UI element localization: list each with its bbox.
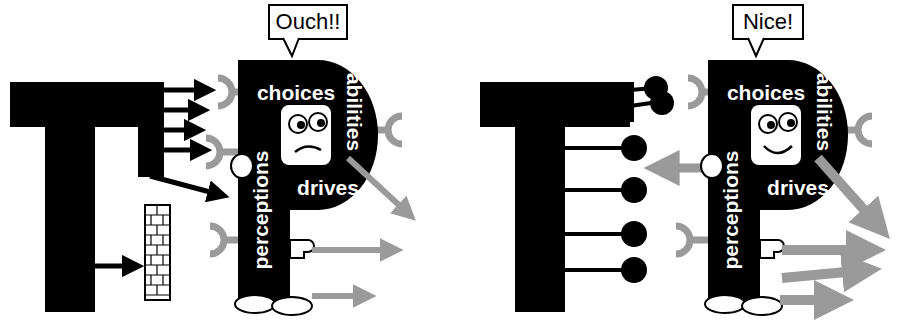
output-arrow (676, 164, 712, 173)
blocked-signal-line (565, 188, 630, 192)
bubble-tail-fill (283, 38, 299, 56)
speech-bubble: Nice! (732, 4, 804, 40)
smile-mouth (764, 146, 792, 153)
output-arrow (312, 247, 382, 253)
signal-arrow (162, 88, 196, 93)
output-arrow (312, 293, 355, 299)
person-shape: choices abilities perceptions drives (708, 60, 858, 310)
receptor-cup (844, 116, 872, 144)
hand (760, 240, 784, 258)
bubble-tail (283, 38, 299, 56)
trait-label: perceptions (250, 150, 271, 269)
face (280, 104, 332, 166)
bubble-tail-fill (748, 38, 764, 56)
brick-lines (145, 205, 170, 295)
t-letter-stem (45, 82, 95, 312)
output-arrow (780, 295, 818, 305)
blocker-ball (621, 135, 647, 161)
eye (779, 113, 797, 131)
trait-label: drives (297, 177, 359, 198)
signal-arrow (162, 128, 186, 133)
face (750, 104, 802, 166)
p-letter-body (238, 60, 378, 305)
speech-text: Nice! (743, 9, 793, 35)
trait-label: abilities (344, 73, 365, 151)
foot (705, 295, 745, 313)
hand (290, 240, 314, 258)
speech-bubble: Ouch!! (268, 4, 348, 40)
foot (235, 295, 275, 313)
trait-label: perceptions (720, 150, 741, 269)
frown-mouth (295, 146, 321, 152)
signal-arrow (162, 148, 192, 153)
blocker-ball (650, 91, 674, 115)
signal-arrow (150, 176, 210, 192)
foot (272, 297, 312, 315)
pupil (317, 119, 325, 127)
signal-arrow (95, 264, 124, 269)
foot (742, 297, 782, 315)
eye (759, 115, 777, 133)
t-letter-stem (515, 82, 565, 312)
trait-label: abilities (814, 73, 835, 151)
blocked-signal-line (565, 146, 630, 150)
eye (309, 113, 327, 131)
pupil (787, 119, 795, 127)
pupil (767, 121, 775, 129)
person-shape: choices abilities perceptions drives (238, 60, 388, 310)
receptor-cup (374, 116, 402, 144)
trait-label: drives (767, 177, 829, 198)
t-letter-block (138, 82, 164, 177)
hand (231, 154, 253, 178)
bubble-tail (748, 38, 764, 56)
blocker-ball (621, 221, 647, 247)
output-arrow (818, 158, 866, 212)
eye (289, 115, 307, 133)
trait-label: choices (727, 82, 805, 103)
pupil (297, 121, 305, 129)
blocker-ball (621, 257, 647, 283)
p-letter-body (708, 60, 848, 305)
blocker-ball (621, 177, 647, 203)
speech-text: Ouch!! (276, 9, 341, 35)
output-arrow (782, 272, 846, 278)
blocked-signal-line (565, 232, 630, 236)
output-arrow (348, 158, 400, 206)
output-arrow (782, 245, 850, 255)
blocked-signal-line (565, 268, 630, 272)
hand (701, 154, 723, 178)
brick-wall (145, 205, 170, 300)
trait-label: choices (257, 82, 335, 103)
signal-arrow (162, 108, 190, 113)
